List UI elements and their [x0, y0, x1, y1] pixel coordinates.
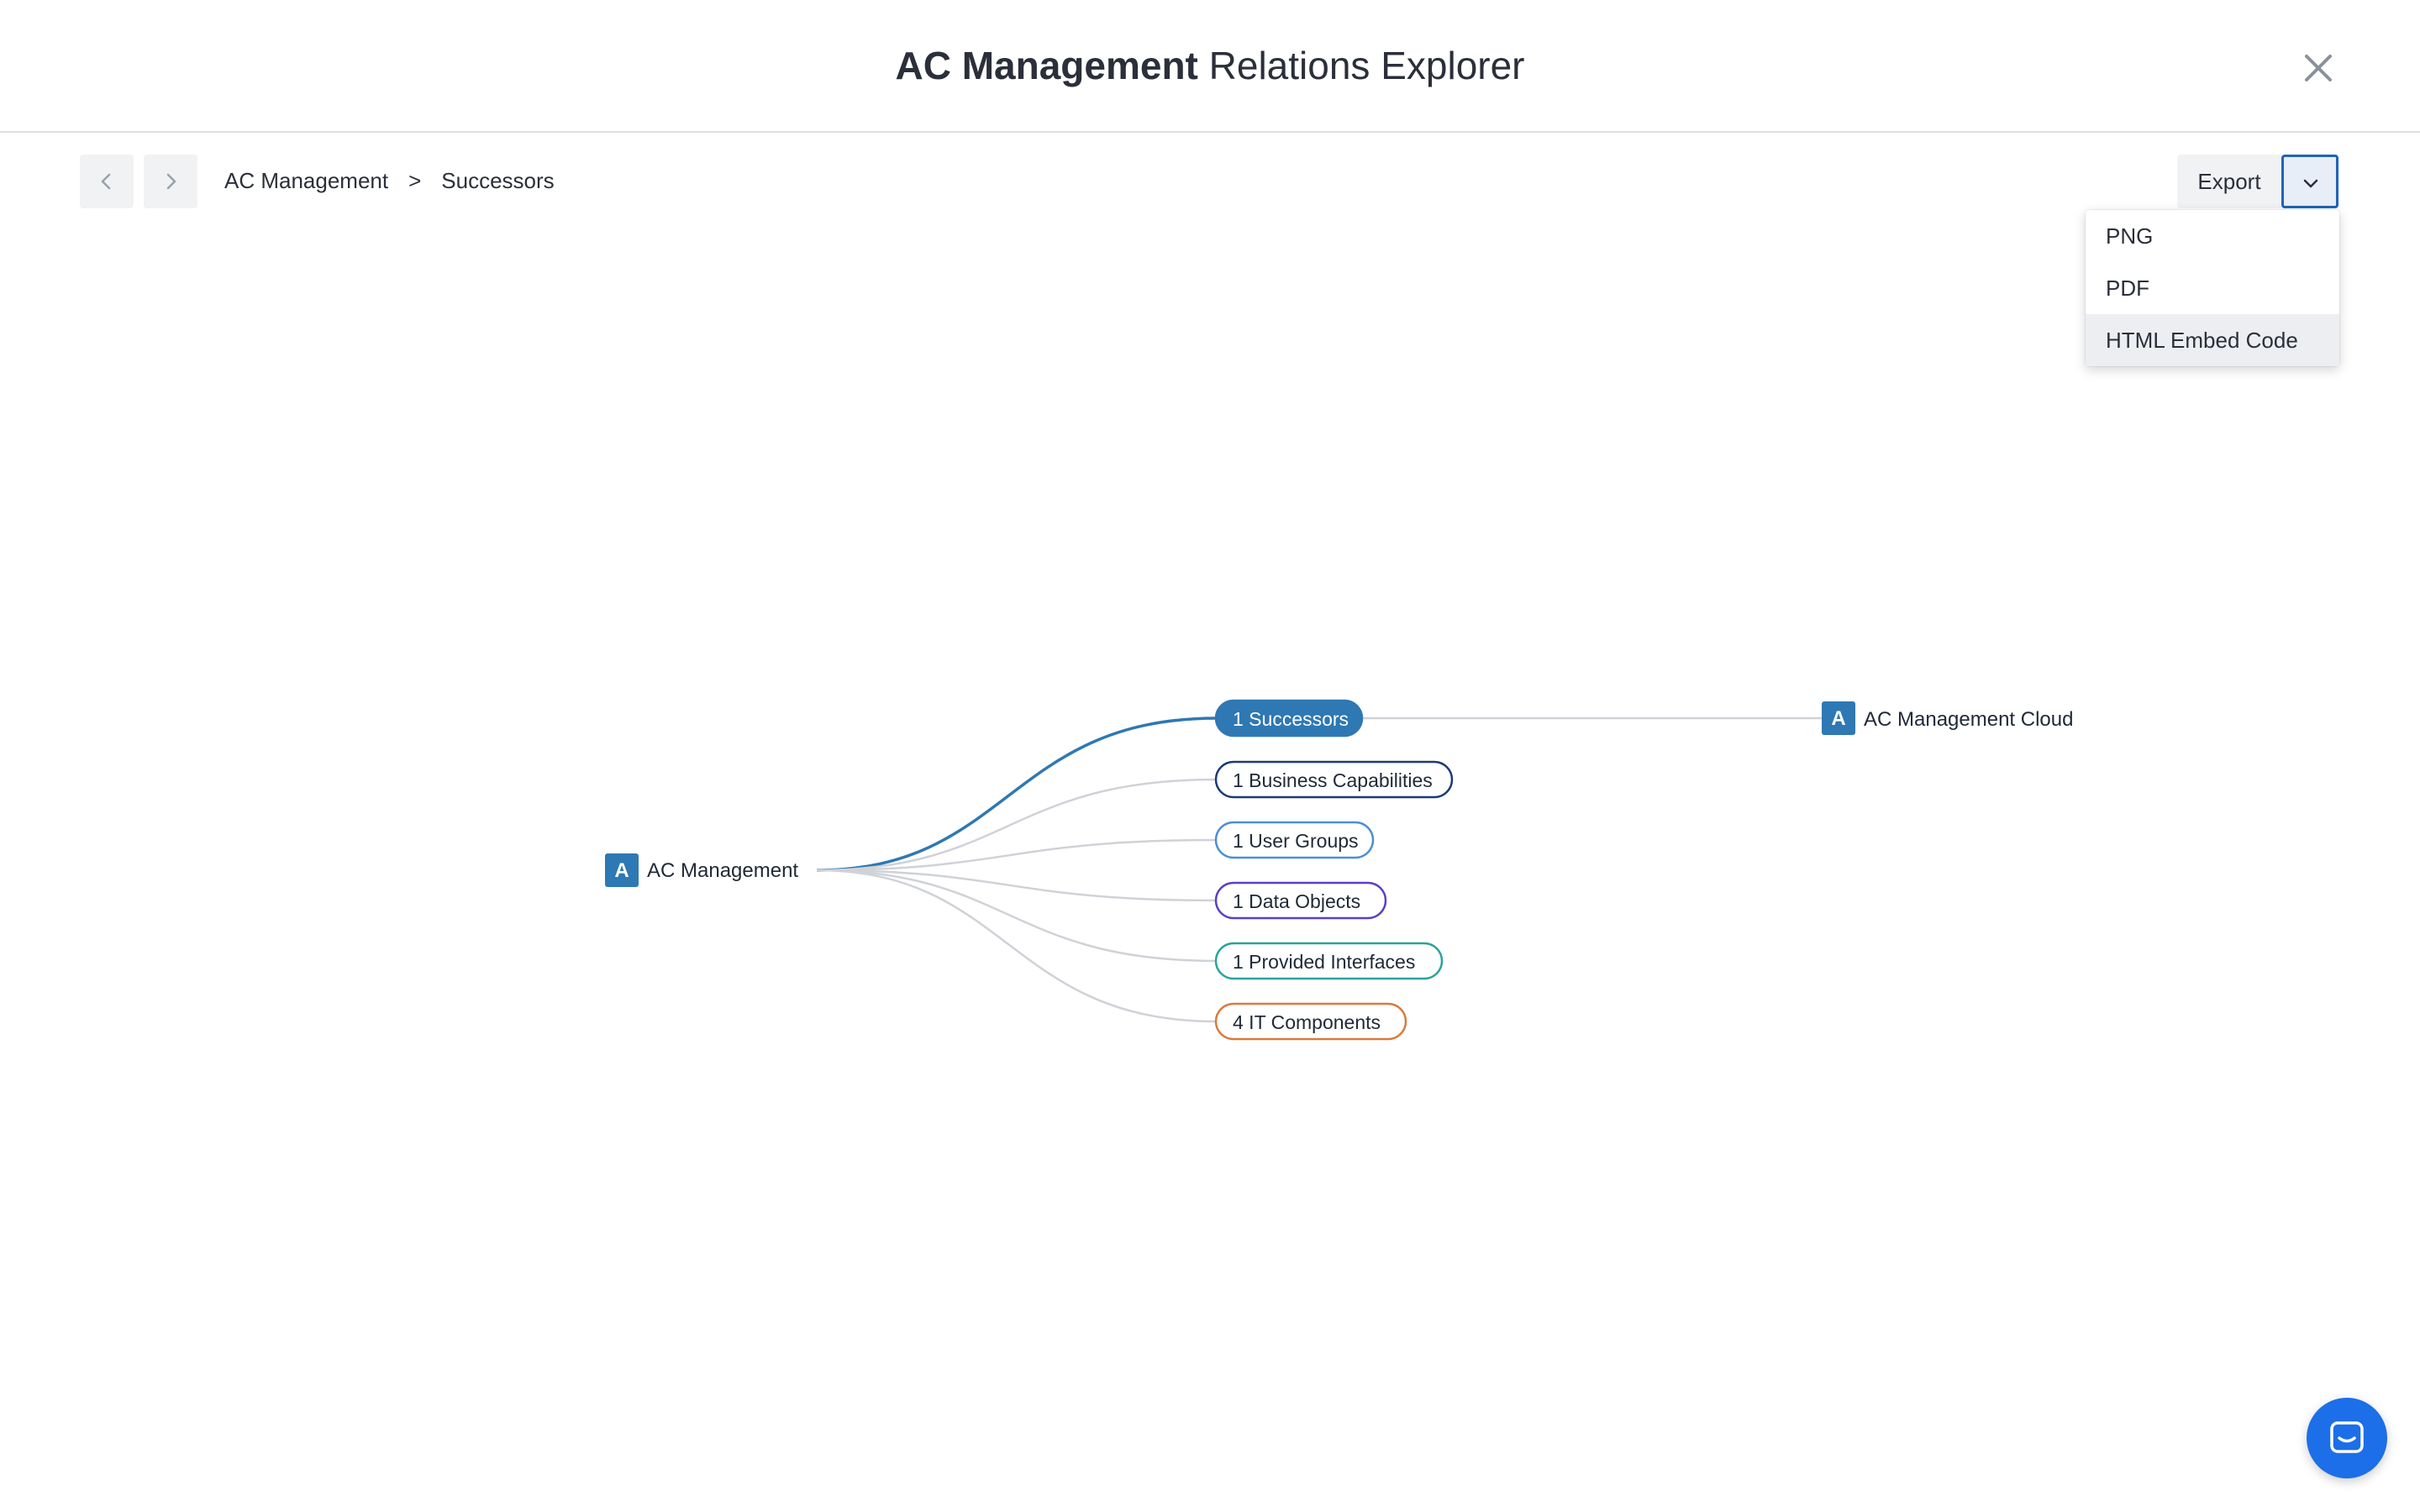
application-badge-icon: [605, 853, 639, 887]
relation-pill-label: 1 Successors: [1233, 708, 1349, 730]
page-title: AC Management Relations Explorer: [0, 40, 2420, 91]
application-badge-icon: [1822, 701, 1855, 735]
chevron-left-icon: [101, 173, 111, 190]
relation-pill-label: 1 Provided Interfaces: [1233, 951, 1415, 973]
forward-button[interactable]: [144, 155, 197, 208]
export-menu-item-png[interactable]: PNG: [2106, 223, 2154, 249]
root-node-label: AC Management: [647, 859, 798, 882]
relation-pill-provided-interfaces[interactable]: 1 Provided Interfaces: [1214, 942, 1444, 980]
relation-pill-label: 1 User Groups: [1233, 830, 1359, 852]
relation-pill-business-capabilities[interactable]: 1 Business Capabilities: [1214, 760, 1454, 799]
target-node[interactable]: A AC Management Cloud: [1822, 701, 2073, 735]
relation-pill-it-components[interactable]: 4 IT Components: [1214, 1002, 1407, 1041]
export-menu-item-pdf[interactable]: PDF: [2106, 276, 2149, 301]
edge-successors: [816, 717, 1218, 872]
close-icon: [2305, 55, 2332, 81]
relation-pill-label: 4 IT Components: [1233, 1011, 1381, 1033]
close-button[interactable]: [2298, 48, 2338, 88]
chat-icon: [2330, 1421, 2364, 1453]
chat-launcher-button[interactable]: [2307, 1398, 2387, 1478]
relation-pill-successors[interactable]: 1 Successors: [1214, 699, 1364, 738]
breadcrumb-item-root[interactable]: AC Management: [224, 168, 389, 193]
export-dropdown-toggle[interactable]: [2281, 155, 2338, 208]
export-menu: PNG PDF HTML Embed Code: [2086, 210, 2339, 366]
relation-pill-label: 1 Business Capabilities: [1233, 769, 1433, 791]
breadcrumb-item-current: Successors: [441, 168, 555, 193]
root-node[interactable]: A AC Management: [605, 853, 798, 887]
relation-pill-label: 1 Data Objects: [1233, 890, 1360, 912]
relation-pill-data-objects[interactable]: 1 Data Objects: [1214, 881, 1387, 920]
chevron-down-icon: [2303, 179, 2318, 188]
root-badge-letter: A: [614, 859, 629, 882]
chevron-right-icon: [166, 173, 176, 190]
edge-provided-interfaces: [816, 869, 1218, 963]
export-button[interactable]: Export: [2177, 155, 2281, 208]
breadcrumb: AC Management > Successors: [224, 165, 555, 196]
target-node-label: AC Management Cloud: [1864, 708, 2073, 731]
title-suffix: Relations Explorer: [1208, 44, 1525, 87]
breadcrumb-separator: >: [408, 168, 422, 193]
edge-business-capabilities: [816, 778, 1218, 872]
modal-header: AC Management Relations Explorer: [0, 0, 2420, 133]
edge-it-components: [816, 869, 1218, 1023]
export-menu-item-html-embed[interactable]: HTML Embed Code: [2086, 314, 2339, 366]
graph-edges: [816, 717, 1822, 1023]
title-entity-name: AC Management: [895, 44, 1198, 87]
target-badge-letter: A: [1831, 707, 1845, 730]
edge-user-groups: [816, 838, 1218, 872]
relation-pill-user-groups[interactable]: 1 User Groups: [1214, 821, 1375, 859]
back-button[interactable]: [80, 155, 134, 208]
edge-data-objects: [816, 869, 1218, 902]
